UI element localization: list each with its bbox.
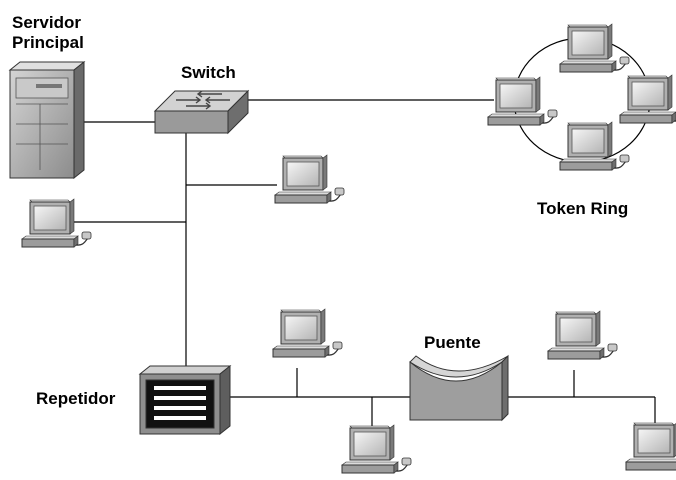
workstation-bus-4 xyxy=(625,421,676,471)
switch-label: Switch xyxy=(181,63,236,82)
token-ring-pc-bottom xyxy=(559,121,630,171)
workstation-bus-3 xyxy=(547,310,618,360)
network-switch-icon xyxy=(153,89,250,135)
token-ring-pc-left xyxy=(487,76,558,126)
workstation-bus-2 xyxy=(341,424,412,474)
bridge-icon xyxy=(409,354,509,422)
bridge-label: Puente xyxy=(424,333,481,352)
token-ring-pc-right xyxy=(619,74,676,124)
workstation-left xyxy=(21,198,92,248)
token-ring-label: Token Ring xyxy=(537,199,629,218)
repeater-label: Repetidor xyxy=(36,389,116,408)
server-label: Servidor Principal xyxy=(12,13,84,52)
repeater-hub-icon xyxy=(138,364,232,436)
workstation-top-center xyxy=(274,154,345,204)
server-tower-icon xyxy=(8,60,86,180)
workstation-bus-1 xyxy=(272,308,343,358)
